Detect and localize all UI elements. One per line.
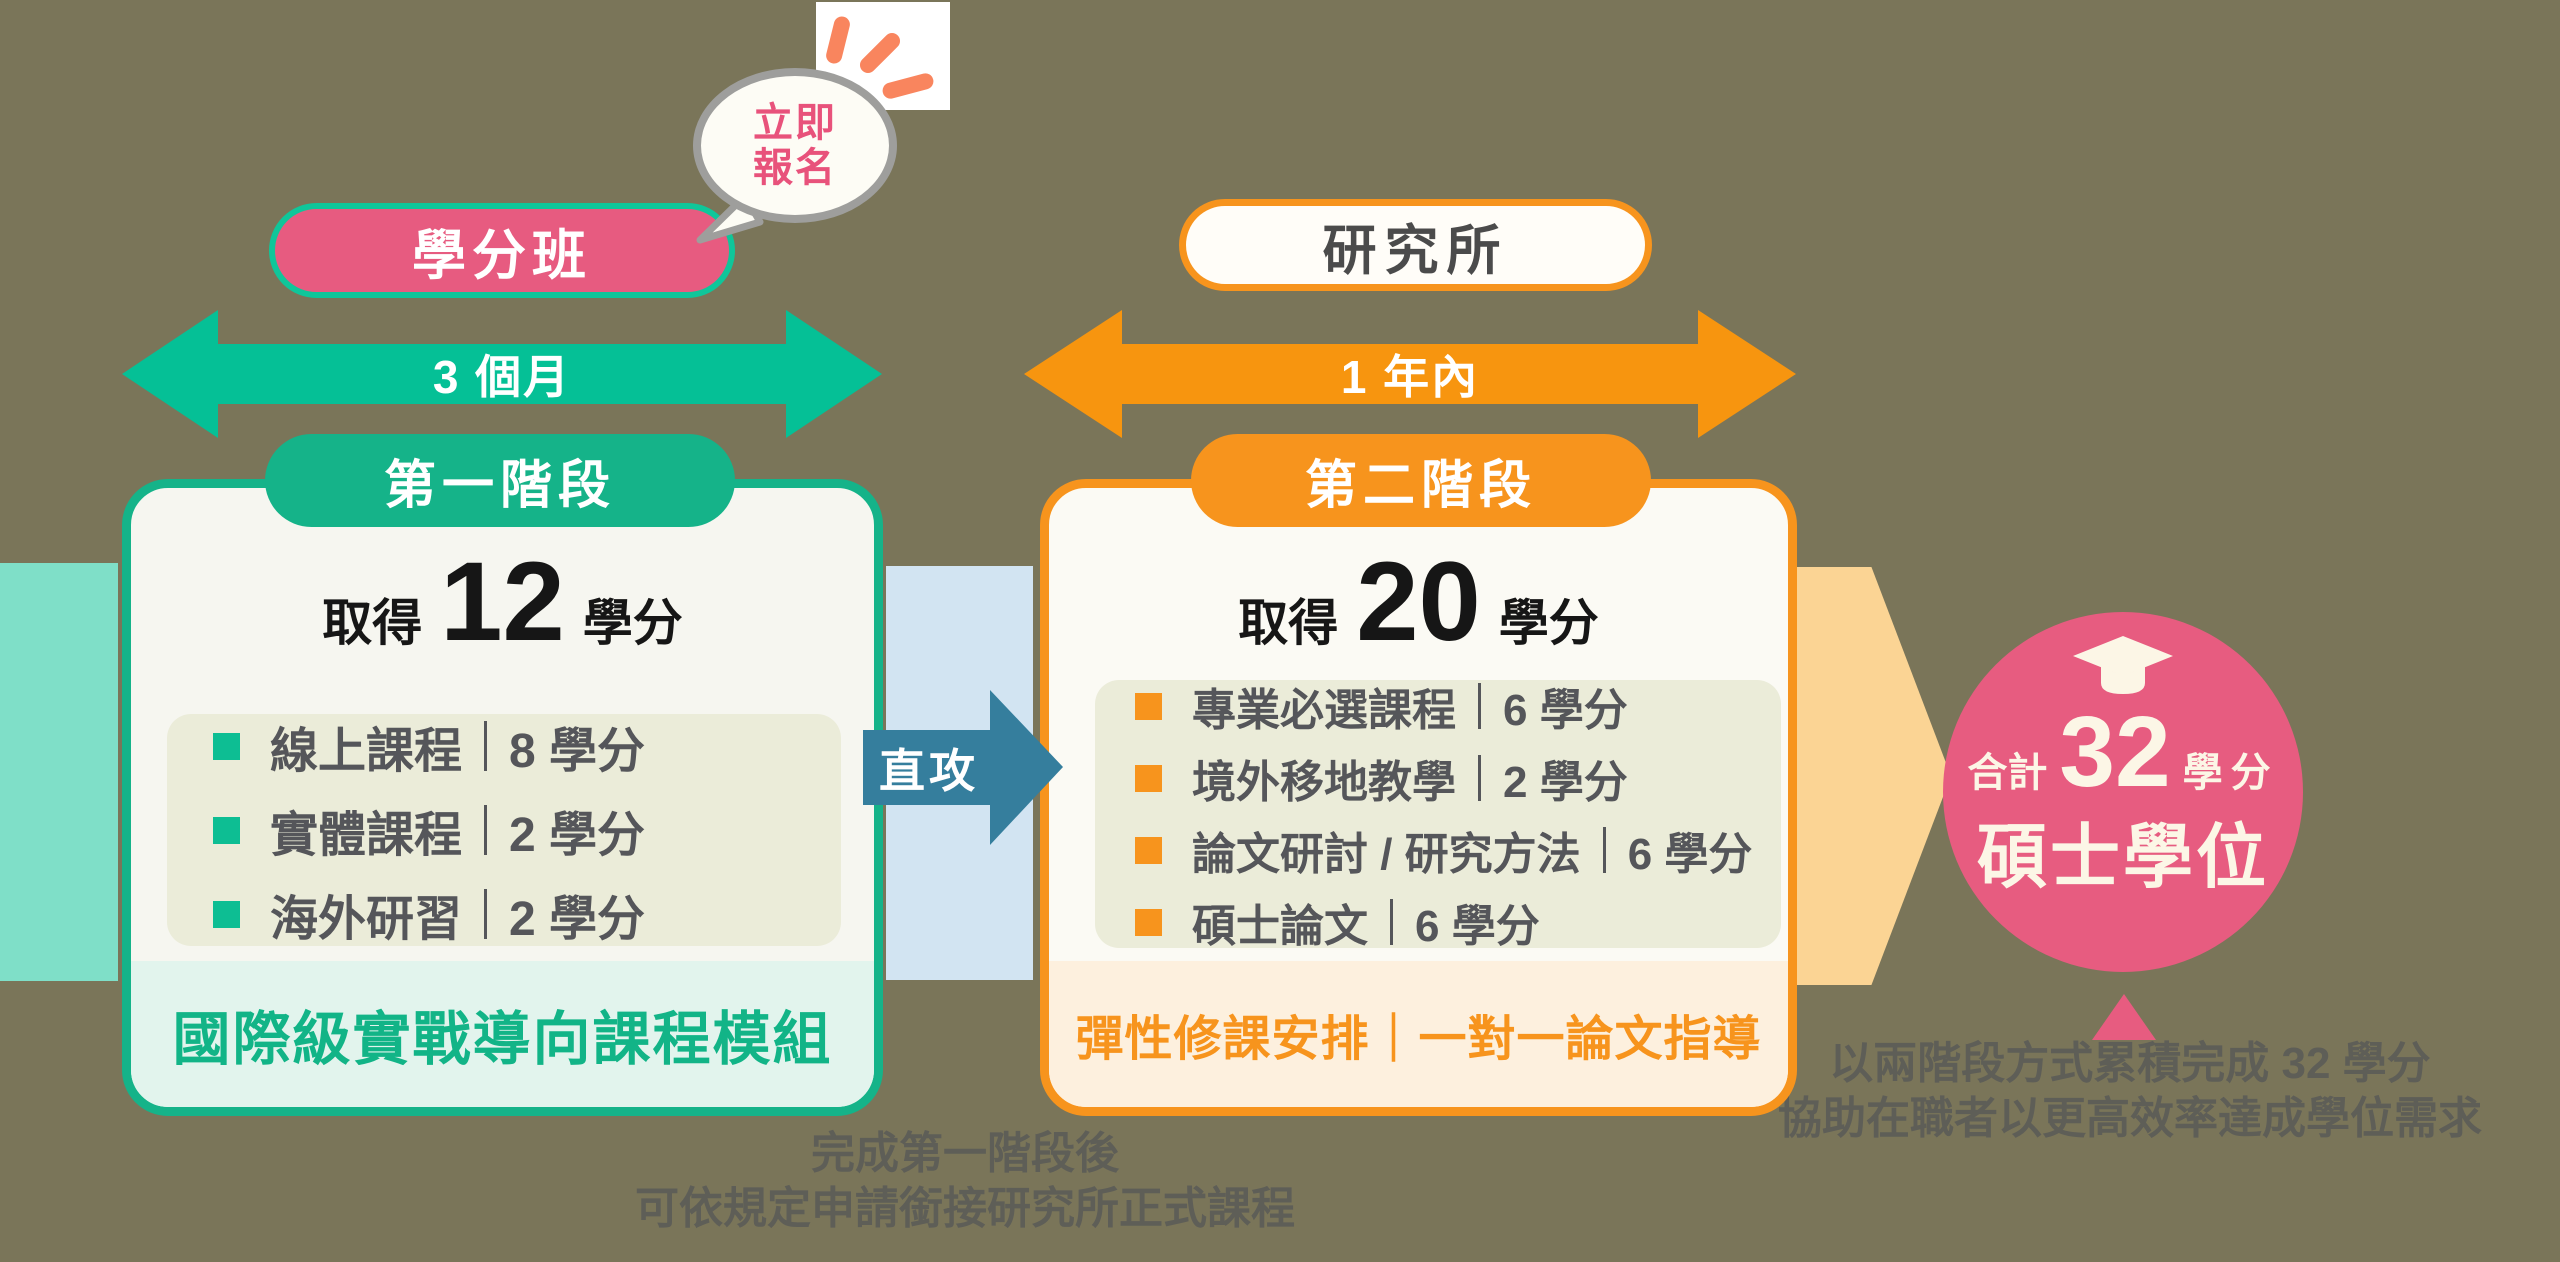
- stage1-footer-label: 國際級實戰導向課程模組: [172, 1007, 833, 1072]
- course-credits: 6 學分: [1415, 902, 1540, 951]
- grad-school-duration-arrow: 1 年內: [1024, 310, 1796, 438]
- total-credits-line: 合計 32 學分: [1967, 700, 2278, 805]
- course-label: 實體課程: [270, 809, 463, 862]
- square-bullet-icon: [213, 732, 240, 760]
- credits-suffix: 學分: [1498, 595, 1599, 651]
- credit-class-duration-arrow: 3 個月: [122, 310, 882, 438]
- divider: [484, 805, 488, 855]
- graduation-cap-icon: [2073, 636, 2173, 694]
- grad-school-pill: 研究所: [1179, 199, 1652, 291]
- course-label: 線上課程: [270, 725, 463, 778]
- bridge-note: 完成第一階段後 可依規定申請銜接研究所正式課程: [565, 1126, 1365, 1237]
- stage1-credits-value: 12: [440, 539, 565, 664]
- sparkle-dash: [880, 71, 936, 101]
- right-arrow-icon: [863, 690, 1063, 845]
- total-prefix: 合計: [1967, 751, 2048, 795]
- grad-school-pill-label: 研究所: [1322, 220, 1509, 281]
- divider: [1390, 899, 1393, 945]
- stage1-background-band: [0, 563, 118, 981]
- divider: [484, 889, 488, 939]
- sparkle-dash: [856, 29, 904, 77]
- list-item: 實體課程 2 學分: [213, 795, 841, 865]
- stage1-credits-line: 取得 12 學分: [131, 546, 874, 676]
- stage2-footer-band: 彈性修課安排｜一對一論文指導: [1049, 961, 1788, 1107]
- course-credits: 2 學分: [509, 893, 646, 946]
- square-bullet-icon: [1135, 764, 1162, 792]
- summary-note-line1: 以兩階段方式累積完成 32 學分: [1829, 1039, 2431, 1088]
- divider: [484, 721, 488, 771]
- course-credits: 2 學分: [509, 809, 646, 862]
- stage1-card: 第一階段 取得 12 學分 線上課程 8 學分 實體課程 2 學分 海外研習: [122, 434, 883, 1116]
- grad-school-duration-label: 1 年內: [1340, 351, 1480, 403]
- credits-prefix: 取得: [1238, 595, 1339, 651]
- course-credits: 8 學分: [509, 725, 646, 778]
- stage2-credits-value: 20: [1356, 539, 1481, 664]
- course-credits: 2 學分: [1503, 758, 1628, 807]
- register-now-line2: 報名: [753, 145, 837, 190]
- list-item: 碩士論文 6 學分: [1135, 890, 1781, 954]
- sparkle-dash: [824, 14, 852, 66]
- square-bullet-icon: [1135, 908, 1162, 936]
- stage2-course-list: 專業必選課程 6 學分 境外移地教學 2 學分 論文研討 / 研究方法 6 學分…: [1095, 680, 1781, 951]
- course-label: 論文研討 / 研究方法: [1192, 830, 1581, 879]
- divider: [1478, 683, 1481, 729]
- divider: [1602, 827, 1606, 873]
- course-label: 海外研習: [270, 893, 463, 946]
- stage2-credits-line: 取得 20 學分: [1049, 546, 1788, 676]
- stage2-tab: 第二階段: [1191, 434, 1651, 527]
- credit-class-duration-label: 3 個月: [432, 351, 572, 403]
- summary-note: 以兩階段方式累積完成 32 學分 協助在職者以更高效率達成學位需求: [1735, 1036, 2525, 1147]
- list-item: 論文研討 / 研究方法 6 學分: [1135, 818, 1781, 882]
- square-bullet-icon: [1135, 692, 1162, 720]
- course-label: 碩士論文: [1192, 902, 1368, 951]
- direct-entry-arrow: 直攻: [863, 690, 1063, 845]
- credit-class-pill-label: 學分班: [412, 226, 592, 286]
- bridge-note-line2: 可依規定申請銜接研究所正式課程: [635, 1184, 1295, 1234]
- total-suffix: 學分: [2182, 751, 2279, 795]
- course-label: 境外移地教學: [1192, 758, 1456, 807]
- course-label: 專業必選課程: [1192, 686, 1456, 735]
- square-bullet-icon: [213, 900, 240, 928]
- badge-pointer-triangle: [2092, 994, 2156, 1040]
- stage2-tab-label: 第二階段: [1304, 457, 1537, 515]
- course-credits: 6 學分: [1503, 686, 1628, 735]
- total-value: 32: [2059, 696, 2171, 808]
- list-item: 專業必選課程 6 學分: [1135, 674, 1781, 738]
- bridge-note-line1: 完成第一階段後: [811, 1129, 1119, 1178]
- result-arrow-band: [1795, 567, 1951, 985]
- degree-label: 碩士學位: [1977, 818, 2269, 896]
- register-now-line1: 立即: [753, 100, 837, 145]
- summary-note-line2: 協助在職者以更高效率達成學位需求: [1778, 1094, 2482, 1144]
- stage2-card: 第二階段 取得 20 學分 專業必選課程 6 學分 境外移地教學 2 學分 論文…: [1040, 434, 1797, 1116]
- course-credits: 6 學分: [1627, 830, 1753, 879]
- stage1-footer-band: 國際級實戰導向課程模組: [131, 961, 874, 1107]
- double-arrow-icon: [1024, 310, 1796, 438]
- register-now-bubble[interactable]: 立即 報名: [693, 68, 897, 223]
- stage1-course-list: 線上課程 8 學分 實體課程 2 學分 海外研習 2 學分: [167, 714, 841, 946]
- credits-suffix: 學分: [582, 595, 683, 651]
- stage1-tab-label: 第一階段: [383, 457, 616, 515]
- double-arrow-icon: [122, 310, 882, 438]
- degree-badge: 合計 32 學分 碩士學位: [1943, 612, 2303, 972]
- credits-prefix: 取得: [322, 595, 423, 651]
- stage2-footer-label: 彈性修課安排｜一對一論文指導: [1075, 1013, 1762, 1066]
- stage1-tab: 第一階段: [265, 434, 735, 527]
- direct-entry-label: 直攻: [879, 744, 979, 797]
- list-item: 境外移地教學 2 學分: [1135, 746, 1781, 810]
- square-bullet-icon: [1135, 836, 1162, 864]
- list-item: 海外研習 2 學分: [213, 879, 841, 949]
- square-bullet-icon: [213, 816, 240, 844]
- credit-class-pill: 學分班: [269, 203, 735, 298]
- divider: [1478, 755, 1481, 801]
- list-item: 線上課程 8 學分: [213, 711, 841, 781]
